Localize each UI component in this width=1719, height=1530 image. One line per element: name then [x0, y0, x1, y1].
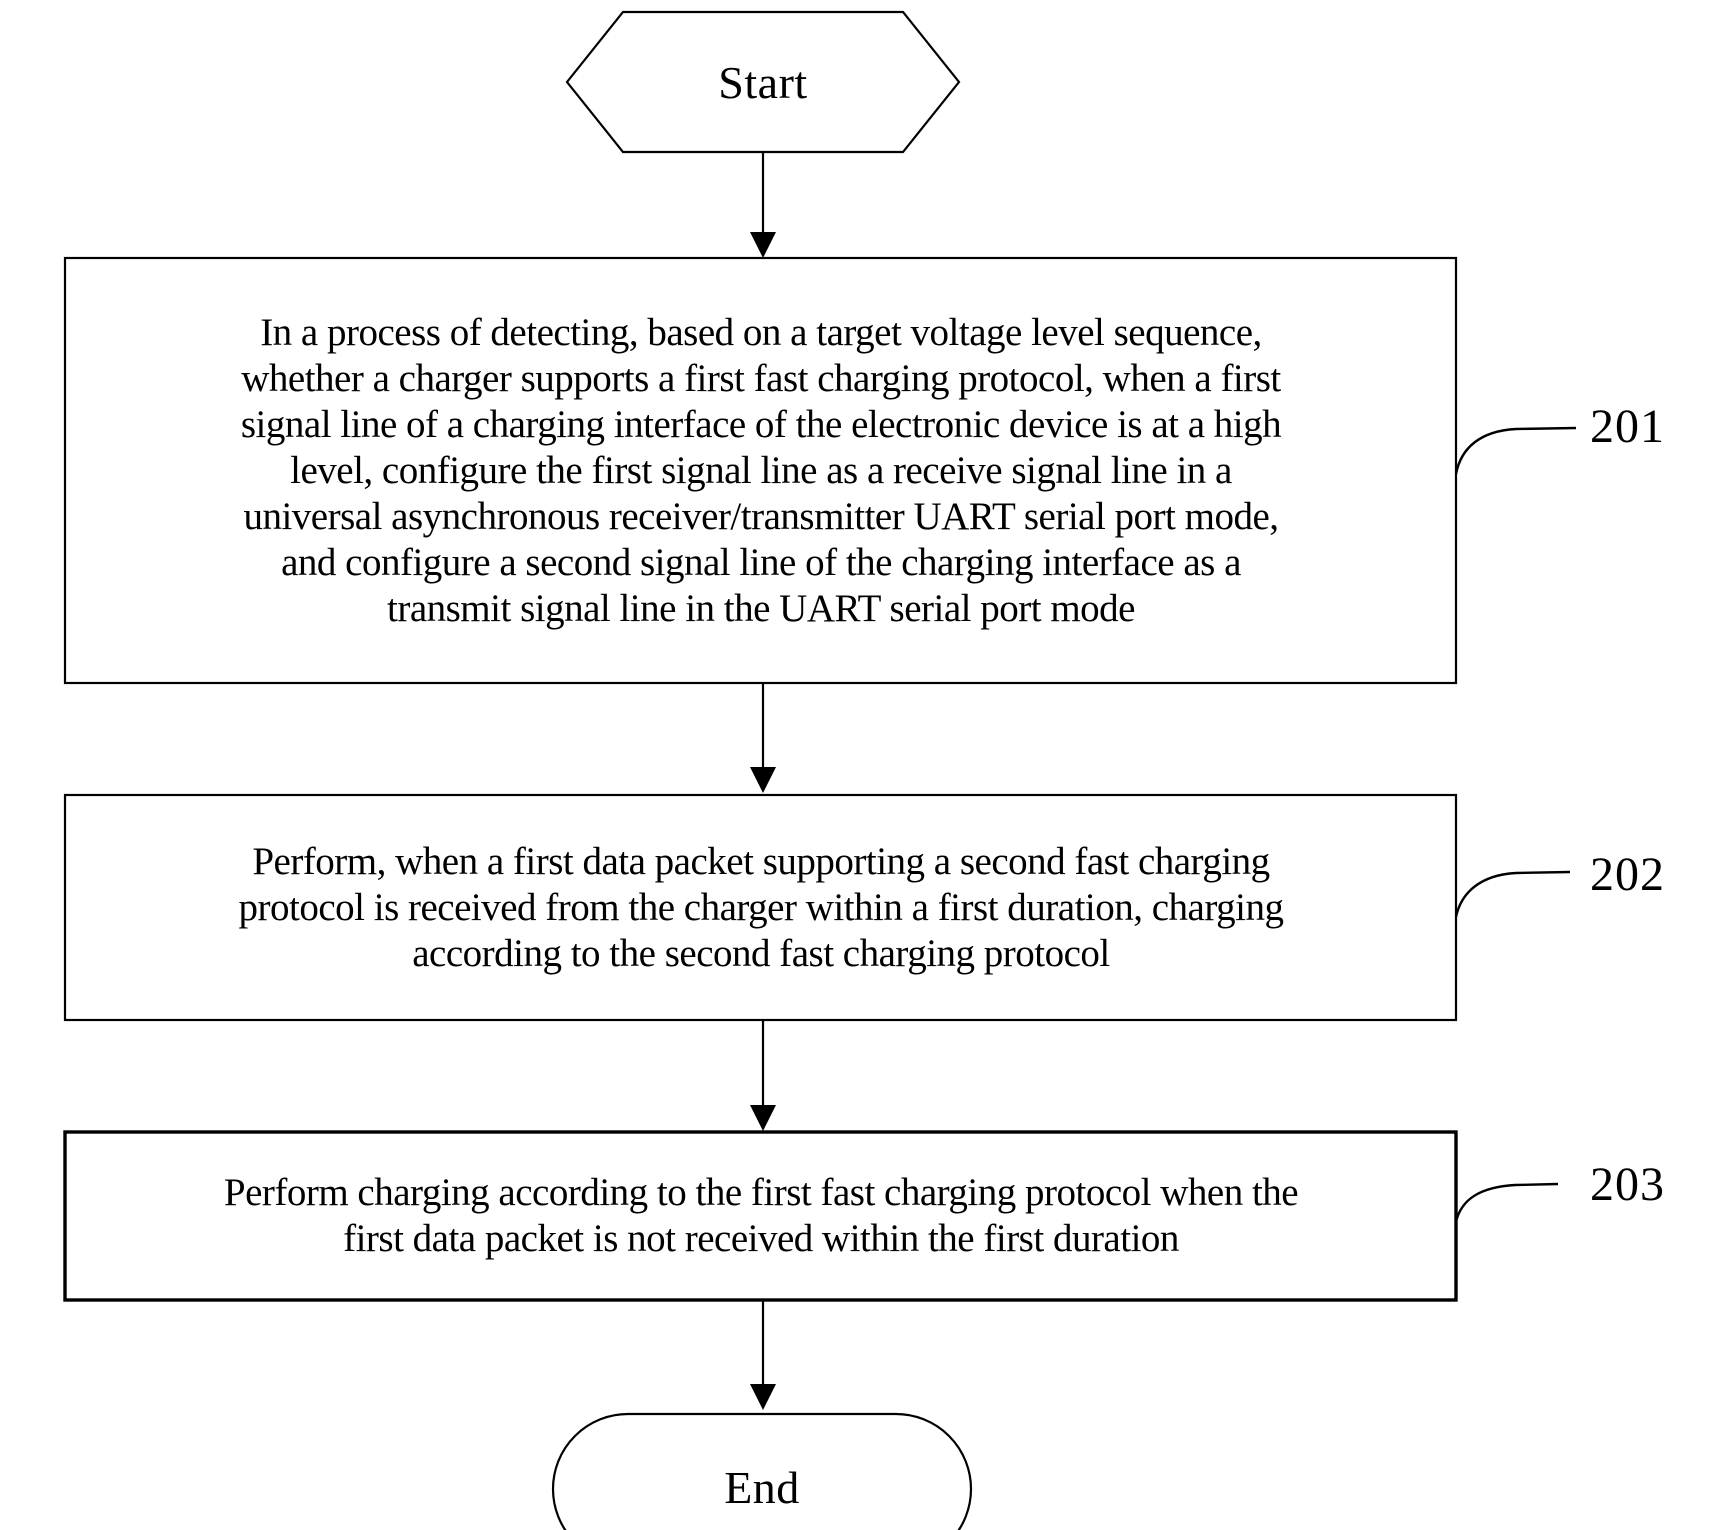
ref-label-202: 202 — [1590, 848, 1665, 901]
ref-label-203: 203 — [1590, 1158, 1665, 1211]
flow-arrow-4-head-icon — [750, 1384, 776, 1410]
flow-arrow-1-head-icon — [750, 232, 776, 258]
ref-label-201: 201 — [1590, 400, 1665, 453]
leader-line-202 — [1454, 870, 1571, 918]
text-line: first data packet is not received within… — [343, 1217, 1179, 1260]
process-text-201: In a process of detecting, based on a ta… — [70, 258, 1452, 683]
text-line: signal line of a charging interface of t… — [240, 402, 1282, 446]
text-line: transmit signal line in the UART serial … — [387, 586, 1135, 630]
text-line: universal asynchronous receiver/transmit… — [243, 494, 1279, 538]
text-line: Perform, when a first data packet suppor… — [252, 839, 1270, 883]
text-line: and configure a second signal line of th… — [281, 540, 1241, 584]
end-label: End — [724, 1461, 800, 1513]
leader-line-201 — [1454, 426, 1577, 475]
text-line: whether a charger supports a first fast … — [241, 356, 1281, 400]
text-line: Perform charging according to the first … — [223, 1171, 1299, 1214]
process-box-201 — [63, 256, 1458, 685]
text-line: In a process of detecting, based on a ta… — [260, 310, 1262, 354]
process-text-203: Perform charging according to the first … — [70, 1132, 1452, 1300]
process-box-203 — [63, 1130, 1458, 1302]
process-text-202: Perform, when a first data packet suppor… — [70, 795, 1452, 1020]
start-terminator-shape — [565, 10, 961, 154]
text-line: protocol is received from the charger wi… — [238, 885, 1284, 929]
text-line: according to the second fast charging pr… — [412, 931, 1110, 975]
end-terminator-shape — [551, 1412, 973, 1530]
flow-arrow-3-head-icon — [750, 1105, 776, 1131]
process-box-202 — [63, 793, 1458, 1022]
flow-arrow-2-head-icon — [750, 767, 776, 793]
text-line: level, configure the first signal line a… — [290, 448, 1232, 492]
start-label: Start — [718, 56, 808, 108]
leader-line-203 — [1454, 1182, 1559, 1223]
